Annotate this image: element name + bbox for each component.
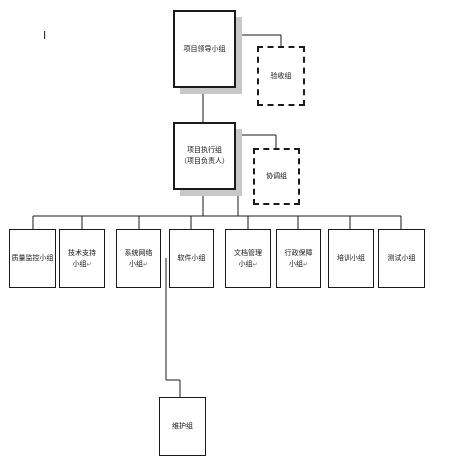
acceptance-group-label: 验收组 [270, 71, 292, 80]
docs-group-label-2: 小组 [238, 259, 253, 268]
executive-group-sublabel: （项目负责人） [180, 157, 229, 165]
software-group-label: 软件小组 [177, 254, 206, 262]
network-group-label: 系统网络 [124, 248, 153, 257]
admin-group-box: 行政保障 小组↵ [276, 229, 321, 288]
docs-group-box: 文档管理 小组↵ [225, 229, 271, 288]
maintenance-group-label: 维护组 [172, 422, 193, 430]
paragraph-mark: ↵ [302, 260, 309, 268]
network-group-label-2: 小组 [128, 259, 143, 268]
maintenance-group-box: 维护组 [159, 397, 206, 456]
leader-group-box: 项目领导小组 [173, 10, 236, 88]
training-group-box: 培训小组 [328, 229, 374, 288]
testing-group-box: 测试小组 [378, 229, 425, 288]
text-cursor-mark: I [43, 29, 47, 42]
executive-group-box: 项目执行组 （项目负责人） [173, 122, 236, 190]
paragraph-mark: ↵ [86, 260, 92, 268]
tech-support-label: 技术支持 [68, 248, 96, 257]
docs-group-label: 文档管理 [234, 248, 262, 257]
quality-group-label: 质量监控小组 [11, 254, 54, 262]
tech-support-group-box: 技术支持 小组↵ [59, 229, 105, 288]
paragraph-mark: ↵ [142, 260, 149, 268]
software-group-box: 软件小组 [169, 229, 214, 288]
acceptance-group-box: 验收组 [257, 46, 305, 106]
executive-group-label: 项目执行组 [187, 146, 222, 154]
tech-support-label-2: 小组 [72, 259, 87, 268]
coordination-group-label: 协调组 [266, 172, 287, 180]
admin-group-label: 行政保障 [284, 248, 313, 257]
quality-group-box: 质量监控小组 [9, 229, 56, 288]
paragraph-mark: ↵ [252, 260, 258, 268]
leader-group-label: 项目领导小组 [183, 44, 226, 53]
testing-group-label: 测试小组 [387, 254, 416, 262]
network-group-box: 系统网络 小组↵ [116, 229, 161, 288]
admin-group-label-2: 小组 [288, 259, 303, 268]
coordination-group-box: 协调组 [253, 148, 300, 205]
training-group-label: 培训小组 [337, 254, 365, 262]
